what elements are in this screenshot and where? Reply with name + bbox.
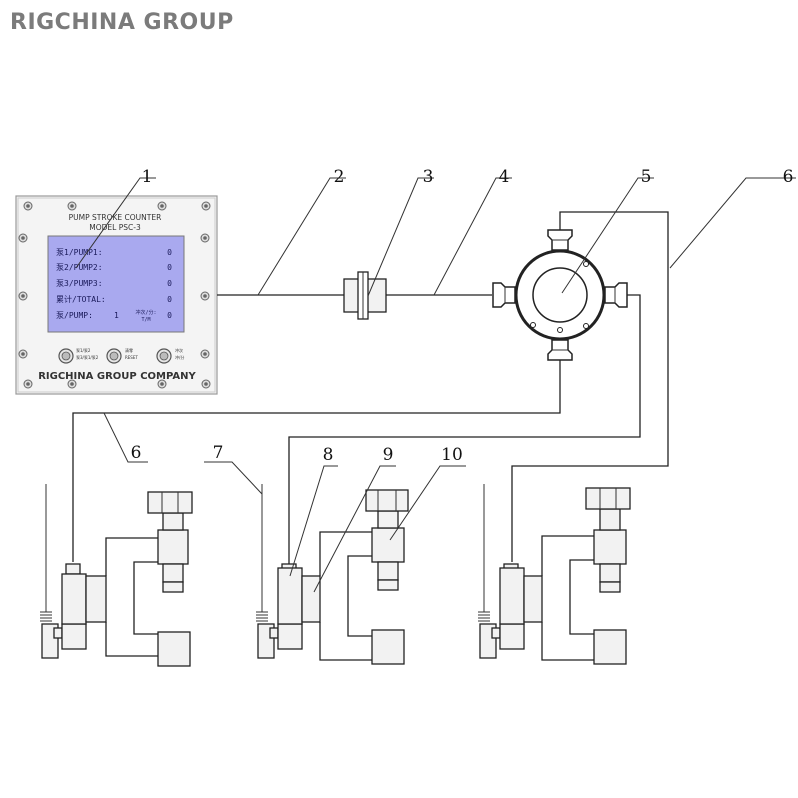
callout-9: 9 — [383, 445, 394, 465]
pump-assembly-1 — [40, 484, 193, 667]
connector-3 — [343, 271, 387, 320]
pump-stroke-counter: PUMP STROKE COUNTER MODEL PSC-3 泵1/PUMP1… — [15, 195, 218, 395]
screen-row-1-label: 泵1/PUMP1: — [56, 248, 103, 257]
pump-select-label-2: 泵3/泵1/泵2 — [76, 355, 99, 360]
callout-2: 2 — [334, 167, 345, 187]
rate-button[interactable] — [156, 348, 172, 364]
screen-pump-number: 1 — [114, 311, 119, 320]
pump-assembly-3 — [478, 484, 631, 665]
lcd-screen — [47, 235, 185, 333]
screen-row-3-value: 0 — [167, 279, 172, 288]
screen-row-4-label: 累计/TOTAL: — [56, 294, 106, 304]
junction-box-5 — [492, 229, 628, 361]
callout-6-top: 6 — [783, 167, 794, 187]
callout-10: 10 — [441, 445, 463, 465]
screen-row-2-value: 0 — [167, 263, 172, 272]
pump-select-button[interactable] — [58, 348, 74, 364]
callout-6-bottom: 6 — [131, 443, 142, 463]
callout-3: 3 — [423, 167, 434, 187]
brand-title: RIGCHINA GROUP — [10, 10, 234, 35]
rate-label-1: 冲次 — [175, 347, 183, 353]
counter-title-2: MODEL PSC-3 — [89, 223, 141, 232]
screen-unit-cn: 冲次/分: — [135, 309, 156, 316]
rate-label-2: 冲/分 — [175, 354, 184, 360]
screen-row-1-value: 0 — [167, 248, 172, 257]
counter-title-1: PUMP STROKE COUNTER — [69, 213, 162, 222]
screen-row-3-label: 泵3/PUMP3: — [56, 279, 103, 288]
callout-1: 1 — [142, 167, 153, 187]
reset-label-1: 清零 — [125, 347, 133, 353]
callout-8: 8 — [323, 445, 334, 465]
screws — [18, 201, 211, 389]
screen-rate-value: 0 — [167, 311, 172, 320]
sensor-cables — [72, 211, 669, 567]
reset-button[interactable] — [106, 348, 122, 364]
reset-label-2: RESET — [125, 355, 138, 360]
pump-assembly-2 — [256, 484, 409, 665]
screen-row-2-label: 泵2/PUMP2: — [56, 263, 103, 272]
callout-5: 5 — [641, 167, 652, 187]
callout-leaders — [75, 177, 796, 593]
callout-4: 4 — [499, 167, 510, 187]
company-name: RIGCHINA GROUP COMPANY — [38, 371, 196, 382]
screen-pump-label: 泵/PUMP: — [56, 311, 93, 320]
screen-unit-en: T/M — [141, 317, 150, 323]
callout-7: 7 — [213, 443, 224, 463]
pump-select-label-1: 泵1/泵2 — [76, 348, 91, 353]
screen-row-4-value: 0 — [167, 295, 172, 304]
